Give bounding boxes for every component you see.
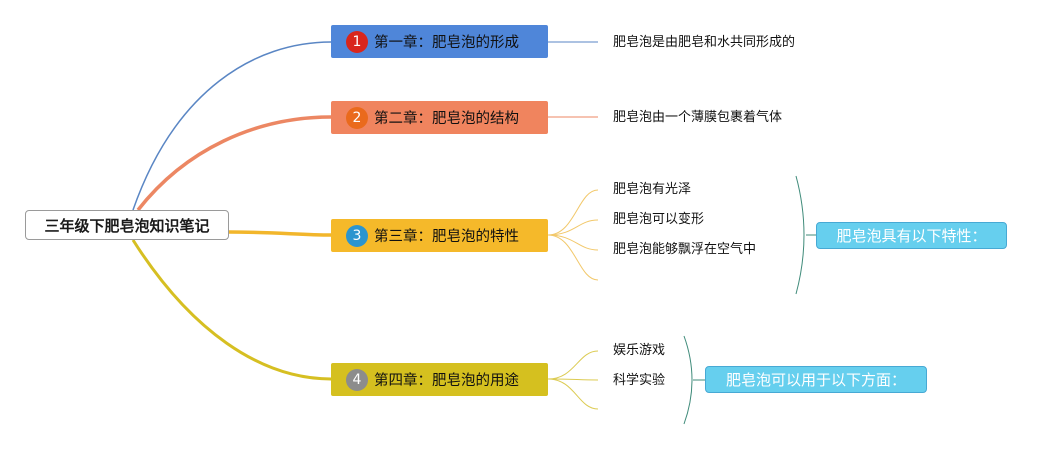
note-1-1[interactable]: 肥皂泡是由肥皂和水共同形成的 xyxy=(613,35,796,50)
branch-line-3 xyxy=(228,230,332,237)
chapter-title: 第一章：肥皂泡的形成 xyxy=(374,35,519,51)
summary-bracket-4 xyxy=(683,335,693,425)
branch-line-1 xyxy=(132,41,332,211)
branch-line-2 xyxy=(136,115,332,212)
chapter-number-badge: 3 xyxy=(346,224,368,247)
chapter-node-2[interactable]: 2 第二章：肥皂泡的结构 xyxy=(331,101,548,134)
note-2-1[interactable]: 肥皂泡由一个薄膜包裹着气体 xyxy=(613,110,783,125)
chapter-title: 第四章：肥皂泡的用途 xyxy=(374,373,519,389)
note-3-3[interactable]: 肥皂泡能够飘浮在空气中 xyxy=(613,242,757,257)
chapter-node-4[interactable]: 4 第四章：肥皂泡的用途 xyxy=(331,363,548,396)
chapter-node-3[interactable]: 3 第三章：肥皂泡的特性 xyxy=(331,219,548,252)
note-3-2[interactable]: 肥皂泡可以变形 xyxy=(613,212,705,227)
note-4-1[interactable]: 娱乐游戏 xyxy=(613,343,666,358)
root-node[interactable]: 三年级下肥皂泡知识笔记 xyxy=(25,210,229,240)
summary-bracket-3 xyxy=(795,175,805,295)
chapter-number-badge: 4 xyxy=(346,368,368,391)
branch-line-4 xyxy=(131,239,332,381)
chapter-number-badge: 2 xyxy=(346,106,368,129)
note-4-2[interactable]: 科学实验 xyxy=(613,373,666,388)
summary-node-4[interactable]: 肥皂泡可以用于以下方面： xyxy=(705,366,927,393)
note-fan-4 xyxy=(547,350,599,410)
chapter-number-badge: 1 xyxy=(346,30,368,53)
summary-node-3[interactable]: 肥皂泡具有以下特性： xyxy=(816,222,1007,249)
chapter-title: 第二章：肥皂泡的结构 xyxy=(374,111,519,127)
note-3-1[interactable]: 肥皂泡有光泽 xyxy=(613,182,692,197)
chapter-title: 第三章：肥皂泡的特性 xyxy=(374,229,519,245)
root-title: 三年级下肥皂泡知识笔记 xyxy=(44,216,210,235)
summary-text: 肥皂泡具有以下特性： xyxy=(836,227,987,245)
summary-text: 肥皂泡可以用于以下方面： xyxy=(725,371,906,389)
note-fan-3 xyxy=(547,189,599,281)
chapter-node-1[interactable]: 1 第一章：肥皂泡的形成 xyxy=(331,25,548,58)
